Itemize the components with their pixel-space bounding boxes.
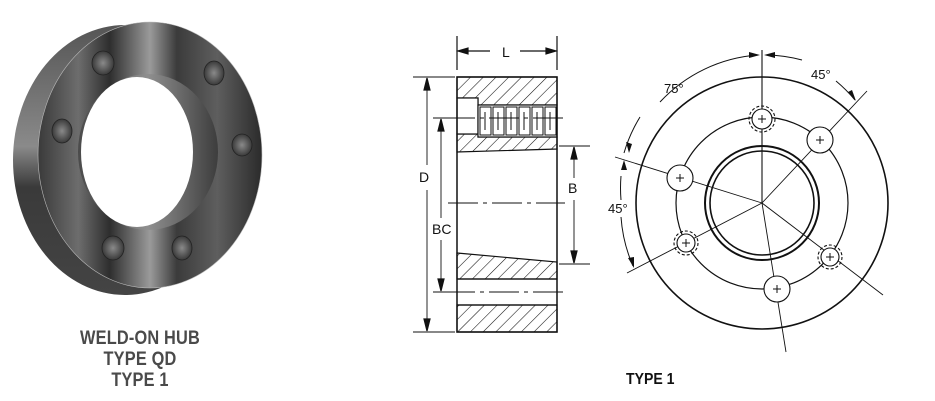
arrow-45-start-icon <box>764 52 775 58</box>
angle-45-top-label: 45° <box>811 67 831 82</box>
hub-photo <box>0 0 300 320</box>
label-b: B <box>568 180 577 196</box>
thread-marks <box>479 106 557 136</box>
arrow-75-end-icon <box>749 52 760 58</box>
label-l: L <box>502 44 510 60</box>
caption-line-2: TYPE QD <box>103 349 177 370</box>
label-d: D <box>419 169 429 185</box>
arrow-left45-start-icon <box>621 160 627 170</box>
type-caption: TYPE 1 <box>626 371 675 388</box>
bolt-holes <box>51 50 253 261</box>
angle-75-label: 75° <box>664 81 684 96</box>
caption-line-3: TYPE 1 <box>111 370 169 391</box>
arrow-left-icon <box>455 47 469 55</box>
hub-caption: WELD-ON HUB TYPE QD TYPE 1 <box>45 328 234 391</box>
label-bc: BC <box>432 221 451 237</box>
front-view-svg: 75° 45° 45° <box>608 50 889 353</box>
hole-center-marks <box>676 115 834 293</box>
section-view-drawing: L D BC B <box>400 30 600 340</box>
front-view-drawing: 75° 45° 45° <box>600 40 920 360</box>
arrow-left45-end-icon <box>628 257 634 268</box>
hub-bore-opening <box>81 77 193 227</box>
arrow-right-icon <box>545 47 559 55</box>
arrow-45-end-icon <box>848 90 856 101</box>
hub-illustration <box>13 21 263 295</box>
angle-45-left-label: 45° <box>608 201 628 216</box>
arrow-75-start-icon <box>626 142 632 153</box>
bolt-hole-markers <box>666 105 843 303</box>
caption-line-1: WELD-ON HUB <box>80 328 200 349</box>
section-view-svg: L D BC B <box>413 36 590 333</box>
